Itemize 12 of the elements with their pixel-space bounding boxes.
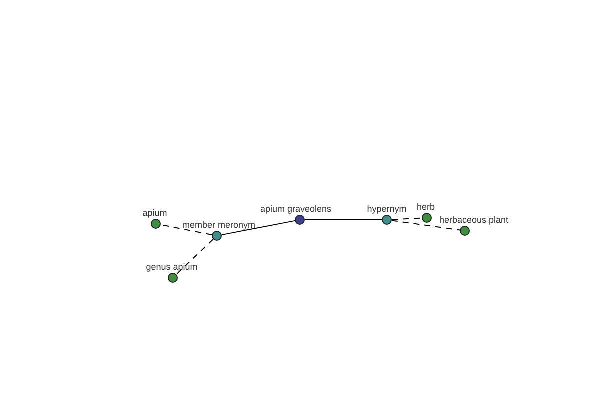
dashed-connector — [176, 238, 214, 276]
node-label: apium — [142, 208, 168, 218]
node-label: member meronym — [182, 220, 256, 230]
node-label: herb — [417, 202, 435, 212]
node-label: herbaceous plant — [439, 215, 509, 225]
dashed-connector — [392, 218, 422, 220]
connector — [221, 220, 296, 236]
dashed-connector — [160, 224, 213, 236]
node-label: hypernym — [367, 204, 407, 214]
node-label: genus apium — [146, 262, 198, 272]
dashed-connector — [391, 220, 461, 231]
node-label: apium graveolens — [260, 204, 332, 214]
